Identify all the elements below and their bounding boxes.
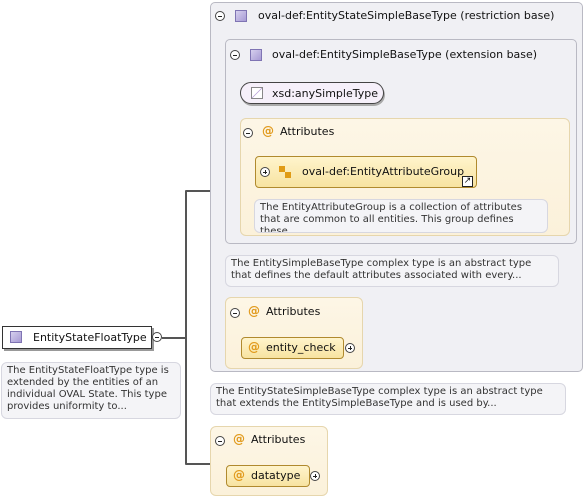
datatype-attribute-box[interactable]: @ datatype [226,465,310,487]
simple-type-label: xsd:anySimpleType [272,87,378,100]
attribute-group-box[interactable]: oval-def:EntityAttributeGroup ↗ [255,156,477,188]
root-type-box[interactable]: EntityStateFloatType [2,326,152,349]
bottom-attributes-panel: @ Attributes @ datatype [210,426,328,496]
connector-root [162,337,186,339]
middle-attributes-title: Attributes [266,305,321,318]
inner-attributes-collapse-icon[interactable] [243,128,253,138]
restriction-base-note: The EntityStateSimpleBaseType complex ty… [210,383,566,415]
connector-bottom [186,463,210,465]
entity-check-expand-icon[interactable] [345,343,355,353]
inner-attributes-panel: @ Attributes oval-def:EntityAttributeGro… [240,118,570,236]
inner-attributes-title: Attributes [280,125,335,138]
root-type-label: EntityStateFloatType [33,331,147,344]
root-collapse-icon[interactable] [152,332,162,342]
extension-base-note: The EntitySimpleBaseType complex type is… [225,255,559,287]
extension-base-note-text: The EntitySimpleBaseType complex type is… [231,258,532,281]
restriction-base-panel: oval-def:EntityStateSimpleBaseType (rest… [210,2,583,372]
extension-base-panel: oval-def:EntitySimpleBaseType (extension… [225,39,577,244]
attribute-group-note: The EntityAttributeGroup is a collection… [254,199,548,233]
complex-type-icon [235,10,247,22]
bottom-attributes-title: Attributes [251,433,306,446]
attribute-group-note-text: The EntityAttributeGroup is a collection… [260,202,523,233]
extension-collapse-icon[interactable] [230,50,240,60]
simple-type-box[interactable]: xsd:anySimpleType [240,82,384,104]
middle-attributes-collapse-icon[interactable] [230,308,240,318]
root-note: The EntityStateFloatType type is extende… [1,362,181,419]
extension-base-label: oval-def:EntitySimpleBaseType (extension… [272,48,538,61]
at-sign-icon: @ [262,124,274,138]
at-sign-icon: @ [248,304,260,318]
complex-type-icon [10,331,22,343]
entity-check-attribute-box[interactable]: @ entity_check [241,337,344,359]
datatype-label: datatype [251,469,301,482]
restriction-base-label: oval-def:EntityStateSimpleBaseType (rest… [258,9,555,22]
connector-vertical [185,190,187,465]
at-sign-icon: @ [233,432,245,446]
group-expand-icon[interactable] [260,167,270,177]
at-sign-icon: @ [233,468,245,482]
middle-attributes-panel: @ Attributes @ entity_check [225,297,363,369]
attribute-group-label: oval-def:EntityAttributeGroup [302,165,465,178]
restriction-base-note-text: The EntityStateSimpleBaseType complex ty… [216,386,543,409]
restriction-collapse-icon[interactable] [215,11,225,21]
datatype-expand-icon[interactable] [310,471,320,481]
at-sign-icon: @ [248,340,260,354]
complex-type-icon [250,49,262,61]
simple-type-icon [251,87,263,99]
bottom-attributes-collapse-icon[interactable] [215,436,225,446]
entity-check-label: entity_check [266,341,336,354]
root-note-text: The EntityStateFloatType type is extende… [7,365,169,412]
attribute-group-icon [279,166,291,178]
link-arrow-icon[interactable]: ↗ [462,176,473,187]
connector-top [186,190,210,192]
